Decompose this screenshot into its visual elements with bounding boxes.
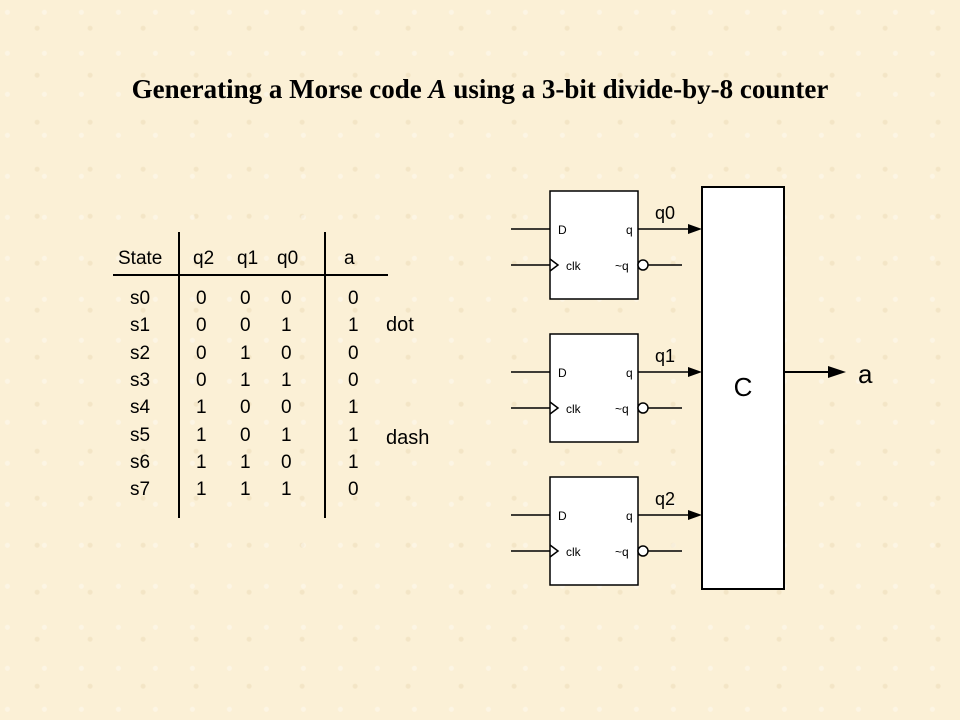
cell-q0: 1 — [281, 369, 292, 391]
header-q0: q0 — [277, 248, 299, 269]
nq-label: ~q — [615, 259, 629, 273]
note-dash: dash — [386, 427, 430, 449]
page-title: Generating a Morse code A using a 3-bit … — [0, 74, 960, 105]
header-q1: q1 — [237, 248, 259, 269]
clock-triangle-icon — [549, 544, 560, 558]
cell-q1: 0 — [240, 315, 251, 337]
d-label: D — [558, 223, 567, 237]
cell-q2: 0 — [196, 342, 207, 364]
q-label: q — [626, 223, 633, 237]
cell-q1: 1 — [240, 342, 251, 364]
combinational-block — [701, 186, 785, 590]
cell-q2: 0 — [196, 288, 207, 309]
output-label: a — [858, 359, 873, 389]
clk-label: clk — [566, 402, 582, 416]
q-label: q — [626, 366, 633, 380]
cell-q0: 1 — [281, 479, 292, 501]
d-label: D — [558, 366, 567, 380]
cell-q2: 1 — [196, 479, 207, 501]
q-arrow-icon — [688, 367, 702, 377]
cell-q2: 0 — [196, 369, 207, 391]
cell-a: 0 — [348, 288, 359, 309]
inverter-bubble-icon — [637, 259, 649, 271]
nq-label: ~q — [615, 402, 629, 416]
q-output-label: q2 — [655, 489, 675, 509]
flipflop-box — [549, 333, 639, 443]
cell-q0: 0 — [281, 288, 292, 309]
title-prefix: Generating a Morse code — [131, 74, 429, 104]
table-divider-left — [178, 232, 180, 518]
cell-state: s3 — [130, 369, 151, 391]
cell-a: 1 — [348, 451, 359, 473]
block-label: C — [734, 372, 753, 402]
table-header-rule — [113, 274, 388, 276]
cell-q0: 0 — [281, 397, 292, 419]
table-divider-right — [324, 232, 326, 518]
cell-q0: 0 — [281, 451, 292, 473]
flipflop-box — [549, 190, 639, 300]
q-label: q — [626, 509, 633, 523]
inverter-bubble-icon — [637, 545, 649, 557]
cell-state: s6 — [130, 451, 151, 473]
cell-q2: 1 — [196, 397, 207, 419]
cell-state: s4 — [130, 397, 151, 419]
inverter-bubble-icon — [637, 402, 649, 414]
cell-a: 1 — [348, 397, 359, 419]
cell-a: 0 — [348, 479, 359, 501]
note-dot: dot — [386, 314, 414, 336]
title-suffix: using a 3-bit divide-by-8 counter — [446, 74, 829, 104]
nq-label: ~q — [615, 545, 629, 559]
cell-state: s7 — [130, 479, 151, 501]
clock-triangle-icon — [549, 401, 560, 415]
q-arrow-icon — [688, 510, 702, 520]
header-state: State — [118, 248, 163, 269]
header-q2: q2 — [193, 248, 215, 269]
cell-q0: 0 — [281, 342, 292, 364]
cell-q1: 1 — [240, 369, 251, 391]
cell-q1: 0 — [240, 424, 251, 446]
output-arrow-icon — [828, 366, 846, 378]
cell-a: 0 — [348, 369, 359, 391]
cell-state: s0 — [130, 288, 151, 309]
cell-q2: 0 — [196, 315, 207, 337]
cell-state: s2 — [130, 342, 151, 364]
cell-q2: 1 — [196, 451, 207, 473]
cell-a: 1 — [348, 424, 359, 446]
cell-state: s1 — [130, 315, 151, 337]
q-output-label: q0 — [655, 203, 675, 223]
d-label: D — [558, 509, 567, 523]
clock-triangle-icon — [549, 258, 560, 272]
cell-state: s5 — [130, 424, 151, 446]
q-output-label: q1 — [655, 346, 675, 366]
cell-a: 1 — [348, 315, 359, 337]
cell-q0: 1 — [281, 424, 292, 446]
title-italic: A — [428, 74, 447, 104]
cell-q1: 0 — [240, 288, 251, 309]
cell-q1: 0 — [240, 397, 251, 419]
clk-label: clk — [566, 259, 582, 273]
flipflop-box — [549, 476, 639, 586]
header-a: a — [344, 248, 355, 269]
cell-q2: 1 — [196, 424, 207, 446]
cell-q1: 1 — [240, 479, 251, 501]
cell-q0: 1 — [281, 315, 292, 337]
cell-q1: 1 — [240, 451, 251, 473]
clk-label: clk — [566, 545, 582, 559]
cell-a: 0 — [348, 342, 359, 364]
q-arrow-icon — [688, 224, 702, 234]
